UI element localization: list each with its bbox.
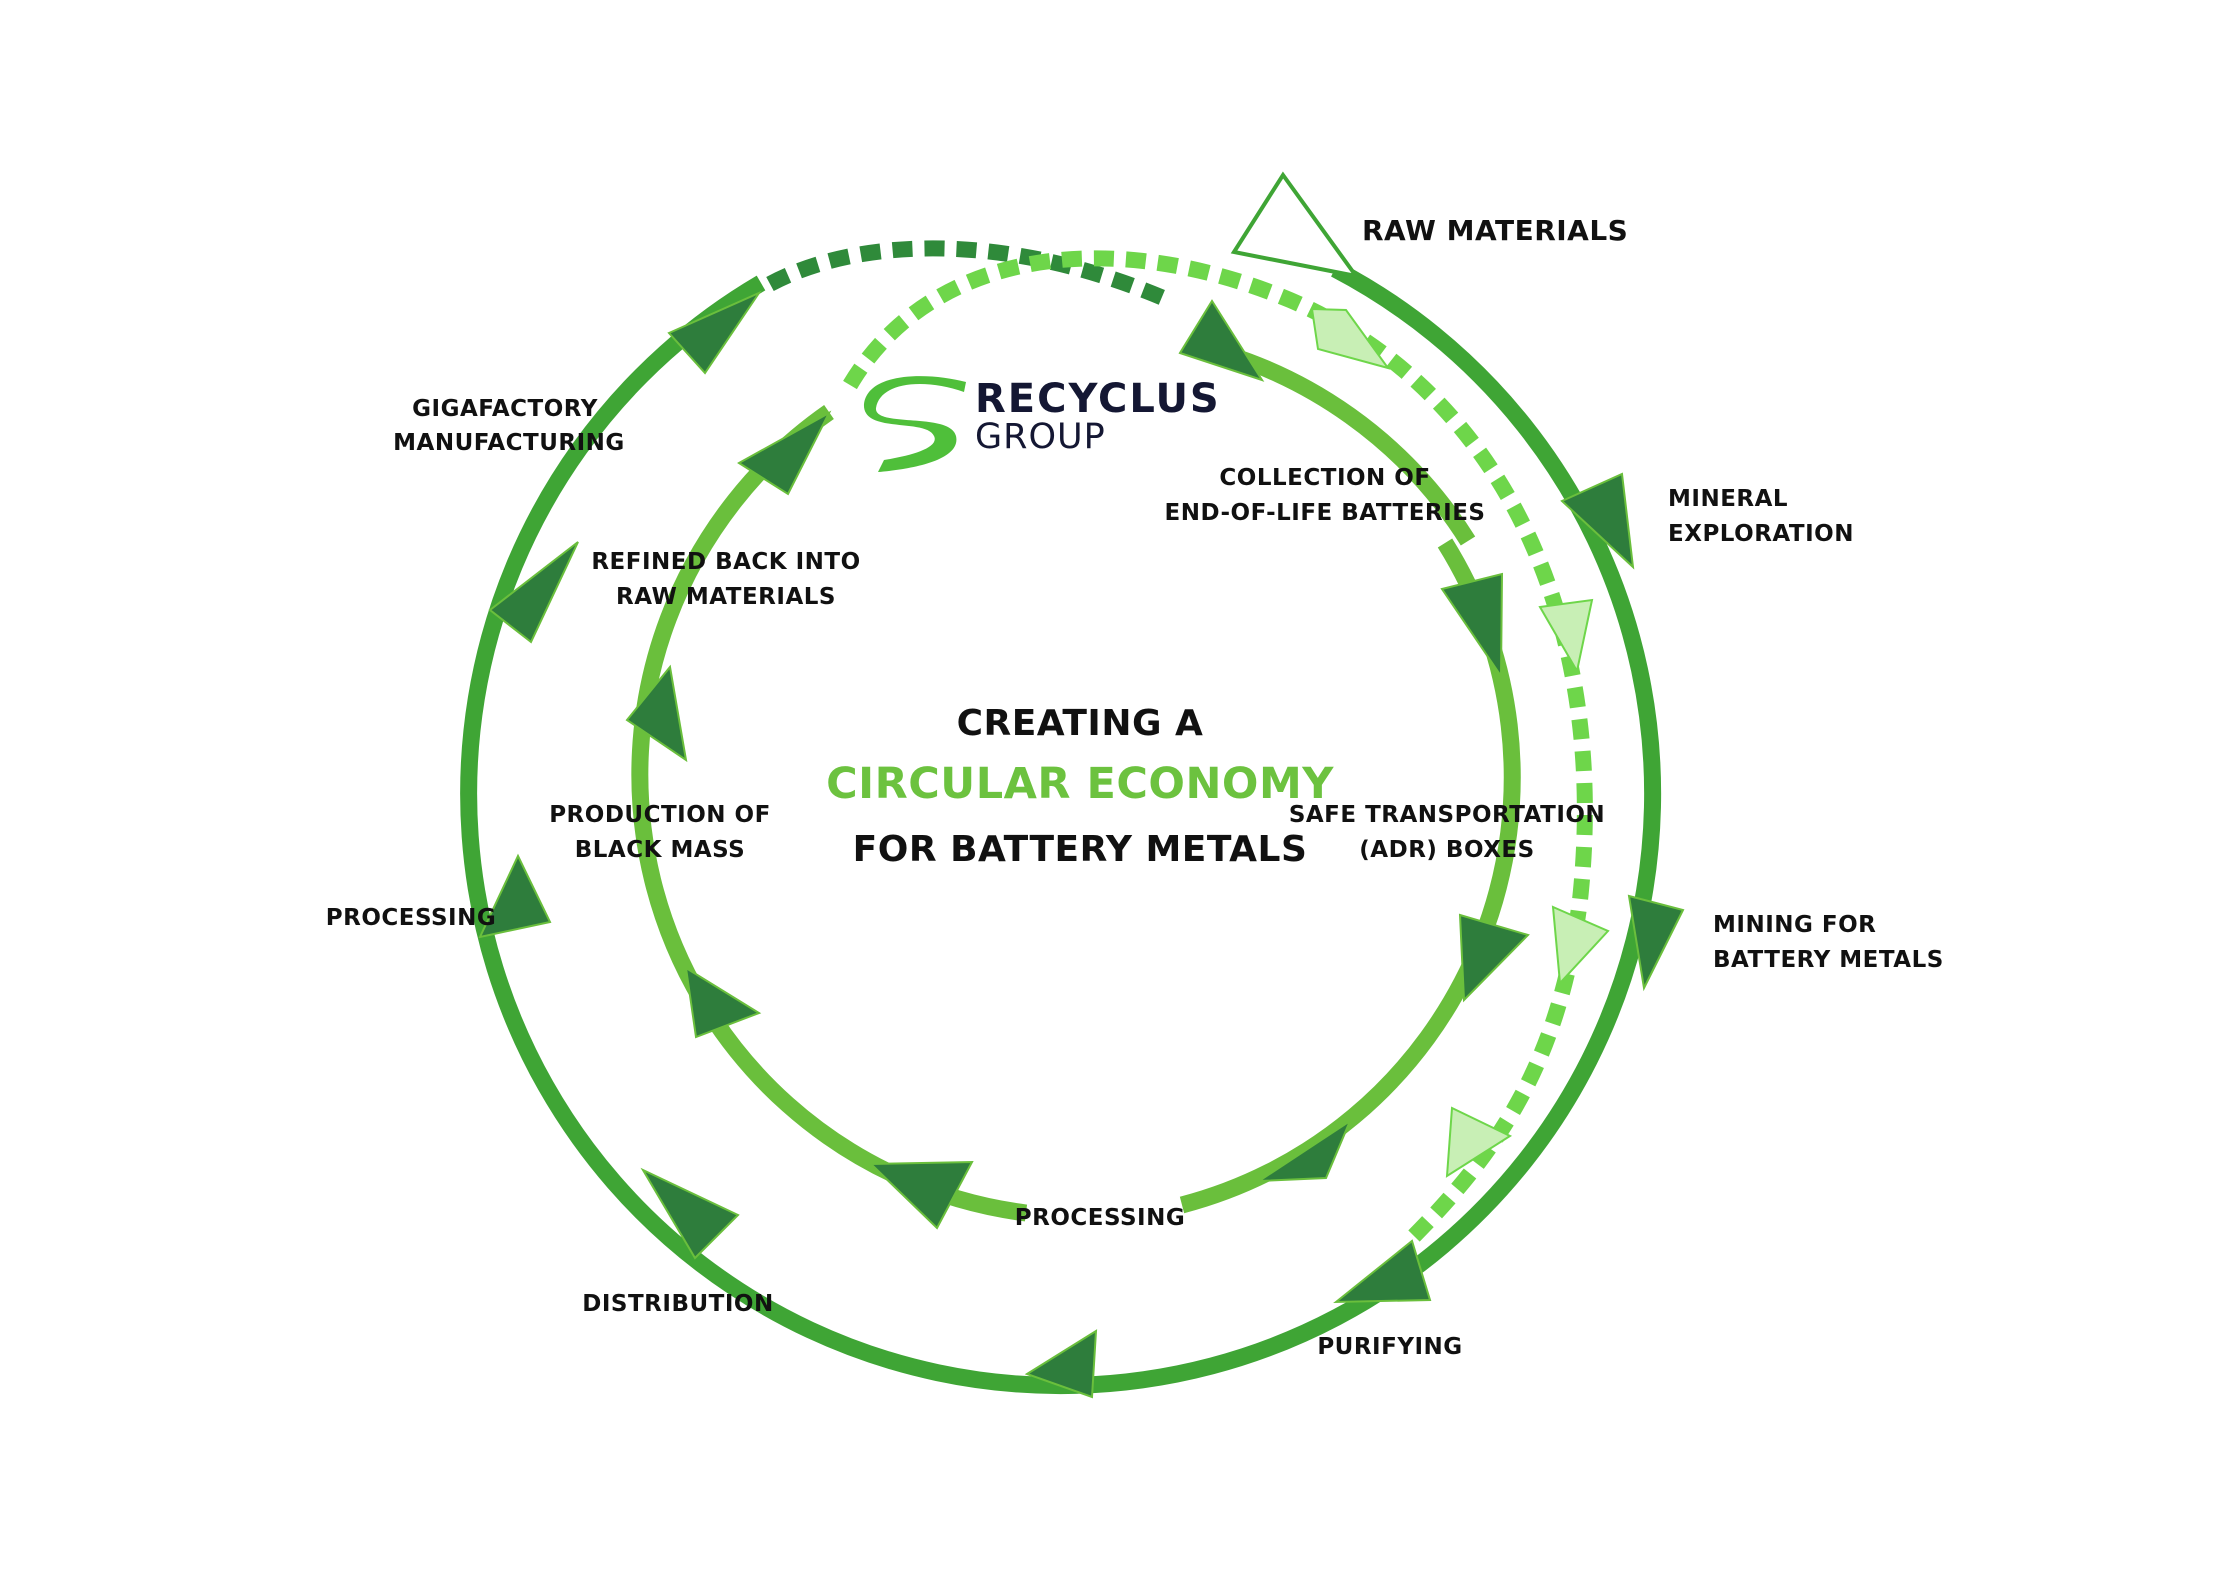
recyclus-logo: RECYCLUS GROUP: [863, 376, 1221, 472]
arrow-icon: [1627, 894, 1685, 992]
arrow-icon: [1445, 1106, 1513, 1178]
label-blackmass-line-1: PRODUCTION OF: [549, 802, 771, 828]
label-gigafactory-line-2: MANUFACTURING: [393, 430, 625, 456]
arrow-icon: [868, 1160, 974, 1230]
label-collection-line-1: COLLECTION OF: [1219, 465, 1430, 491]
label-blackmass-line-2: BLACK MASS: [575, 837, 745, 863]
arrow-icon: [1024, 1329, 1098, 1399]
label-outer-processing: PROCESSING: [326, 905, 497, 931]
arrow-icon: [737, 410, 832, 496]
center-title-line-1: CREATING A: [957, 703, 1204, 744]
label-distribution: DISTRIBUTION: [582, 1291, 773, 1317]
recyclus-logo-mark-icon: [863, 376, 966, 472]
label-refined-line-1: REFINED BACK INTO: [591, 549, 860, 575]
label-mining-line-1: MINING FOR: [1713, 912, 1876, 938]
arrow-icon: [1551, 905, 1610, 986]
label-refined-line-2: RAW MATERIALS: [616, 584, 836, 610]
arrow-icon: [1538, 598, 1594, 674]
label-mining-line-2: BATTERY METALS: [1713, 947, 1944, 973]
inner-cycle-ring-segment-3: [631, 405, 1028, 1222]
center-title-line-2: CIRCULAR ECONOMY: [826, 759, 1334, 809]
arrow-icon: [684, 966, 762, 1039]
recycling-dashed-path-light: [843, 250, 1593, 1246]
logo-name: RECYCLUS: [975, 376, 1221, 422]
label-transport-line-2: (ADR) BOXES: [1359, 837, 1534, 863]
arrow-icon: [625, 664, 688, 763]
inner-cycle-ring-segment-2: [1179, 538, 1521, 1214]
arrow-icons-light: [1310, 307, 1610, 1178]
label-collection-line-2: END-OF-LIFE BATTERIES: [1165, 500, 1486, 526]
center-title-line-3: FOR BATTERY METALS: [853, 829, 1308, 870]
arrow-icons-dark: [478, 290, 1685, 1399]
label-transport-line-1: SAFE TRANSPORTATION: [1289, 802, 1605, 828]
arrow-icon: [1440, 572, 1504, 680]
label-gigafactory-line-1: GIGAFACTORY: [412, 396, 598, 422]
arrow-icon: [1560, 472, 1635, 570]
arrow-icon: [478, 853, 552, 939]
arrow-icon: [640, 1167, 740, 1260]
arrow-icon: [1255, 1118, 1353, 1183]
logo-sub: GROUP: [975, 417, 1106, 457]
arrow-icon: [1310, 307, 1391, 370]
label-raw-materials: RAW MATERIALS: [1362, 214, 1628, 247]
raw-materials-start-arrow-icon: [1230, 171, 1361, 279]
label-purifying: PURIFYING: [1317, 1334, 1462, 1360]
arrow-icon: [667, 290, 762, 375]
arrow-icon: [488, 541, 579, 644]
arrow-icon: [1333, 1239, 1432, 1304]
label-inner-processing: PROCESSING: [1015, 1205, 1186, 1231]
recycling-dashed-path-top: [766, 240, 1172, 308]
arrow-icon: [1458, 913, 1530, 1003]
label-mineral-exploration-line-2: EXPLORATION: [1668, 521, 1854, 547]
label-mineral-exploration-line-1: MINERAL: [1668, 486, 1788, 512]
arrow-icon: [1178, 299, 1265, 382]
